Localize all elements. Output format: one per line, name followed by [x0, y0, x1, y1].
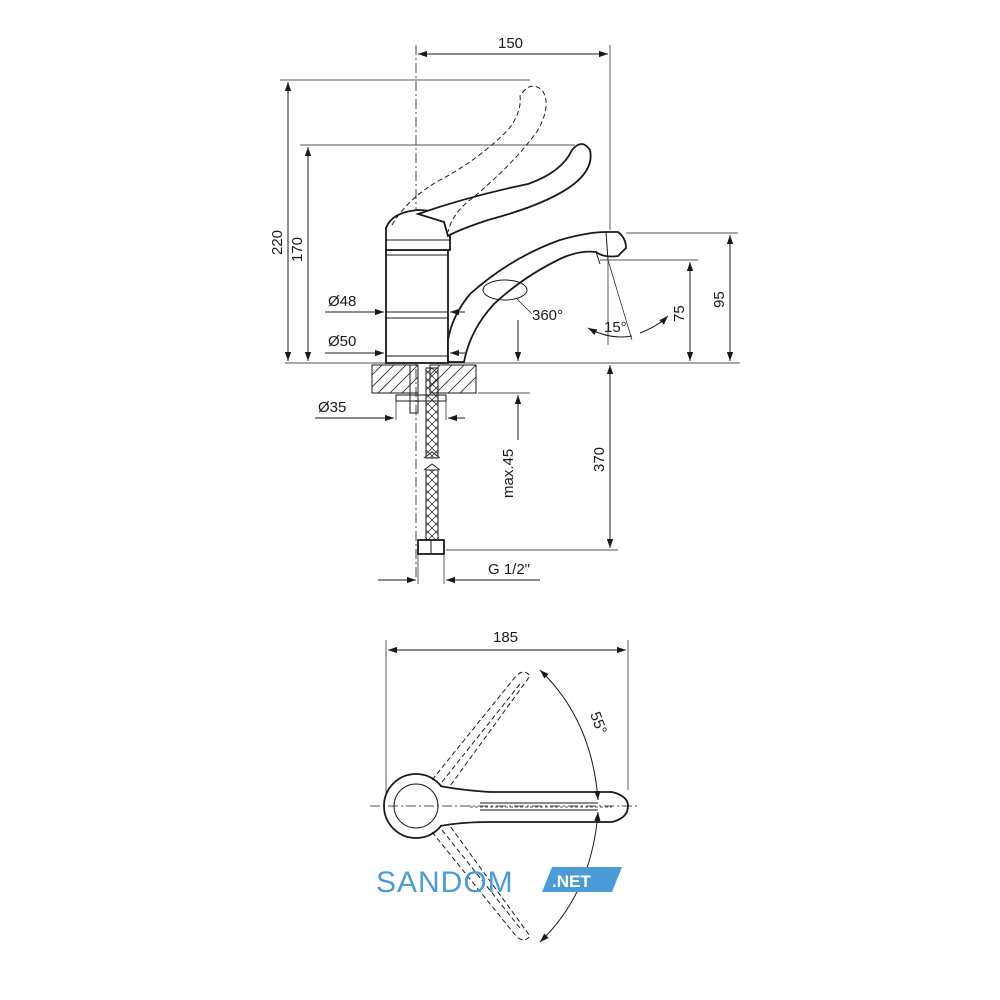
- lever-top-rotated-up: [431, 671, 531, 787]
- shank: [395, 364, 447, 414]
- dim-width-top: 150: [498, 35, 523, 52]
- dim-height-handle: 170: [289, 237, 306, 262]
- watermark-suffix: .NET: [552, 872, 591, 891]
- dim-lever-angle: 55°: [586, 710, 610, 737]
- watermark-logo: SANDOM .NET: [376, 866, 622, 899]
- dim-max-deck: max.45: [500, 449, 517, 498]
- dim-width-top-view: 185: [493, 629, 518, 646]
- dim-diameter-48: Ø48: [328, 293, 356, 310]
- swivel-label: 360°: [532, 307, 563, 324]
- swivel-ring: [482, 279, 528, 301]
- dim-hose-length: 370: [591, 447, 608, 472]
- watermark-brand: SANDOM: [376, 866, 514, 899]
- dim-diameter-35: Ø35: [318, 399, 346, 416]
- lever-handle: [415, 143, 592, 238]
- top-view: 185 55°: [370, 629, 640, 943]
- dim-thread: G 1/2": [488, 561, 530, 578]
- side-view: 360°: [269, 35, 740, 584]
- hose: [417, 367, 445, 555]
- dim-spout-inner: 75: [671, 305, 688, 322]
- dim-spout-angle: 15°: [604, 319, 627, 336]
- spout: [447, 231, 627, 363]
- dim-height-total: 220: [269, 230, 286, 255]
- dim-diameter-50: Ø50: [328, 333, 356, 350]
- lever-raised-outline: [391, 85, 547, 233]
- deck-section: [371, 364, 477, 394]
- faucet-body: [385, 249, 449, 364]
- dim-spout-outer: 95: [711, 291, 728, 308]
